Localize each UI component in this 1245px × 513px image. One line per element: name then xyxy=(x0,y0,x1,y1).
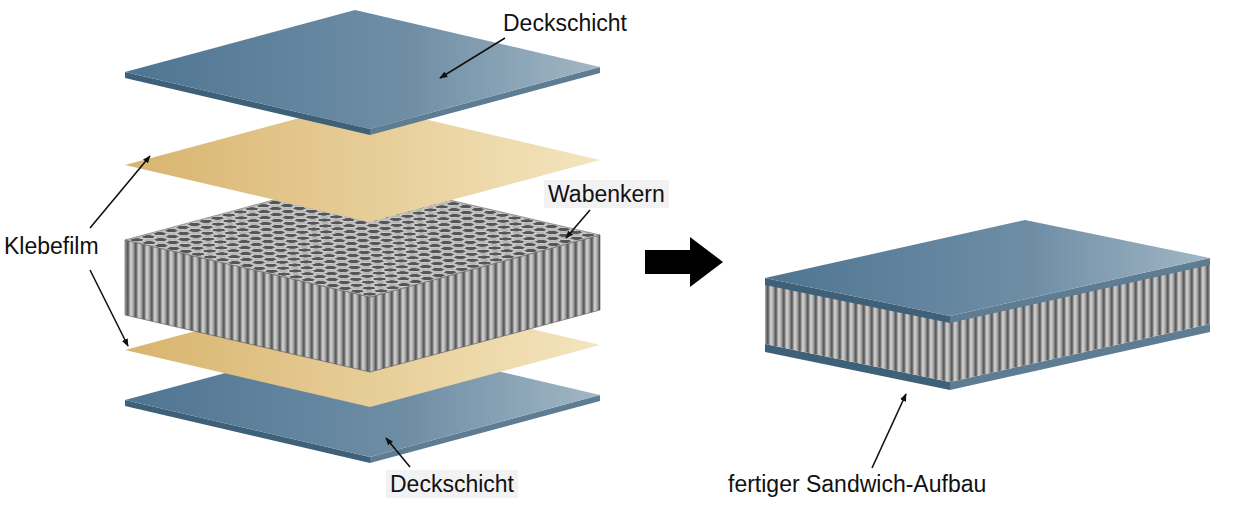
leader-line xyxy=(386,438,410,467)
leader-line xyxy=(566,210,590,238)
part-label: Deckschicht xyxy=(499,9,631,37)
part-label: Klebefilm xyxy=(0,232,103,260)
part-label: Wabenkern xyxy=(544,180,669,208)
leader-line xyxy=(872,394,906,468)
process-arrow xyxy=(645,237,723,287)
leader-line xyxy=(440,38,505,78)
leader-line xyxy=(90,156,150,228)
part-label: Deckschicht xyxy=(386,470,518,498)
part-label: fertiger Sandwich-Aufbau xyxy=(724,470,990,498)
leader-line xyxy=(90,270,128,346)
face-sheet xyxy=(765,220,1210,316)
